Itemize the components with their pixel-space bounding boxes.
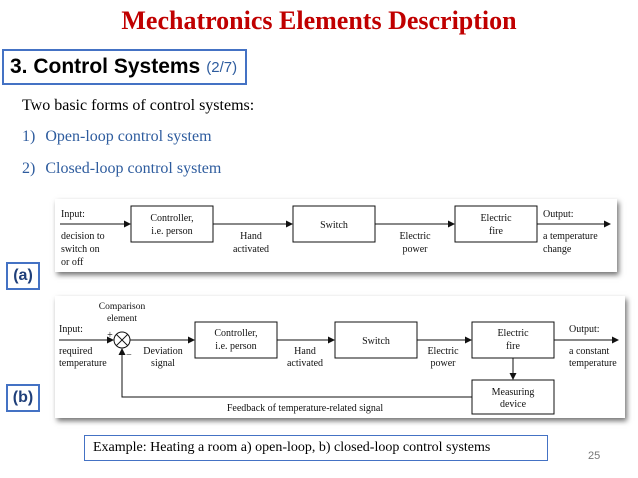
electric-fire-block	[471, 321, 555, 359]
section-heading-page: (2/7)	[206, 58, 238, 76]
input-desc-line: or off	[61, 257, 84, 268]
input-desc-line: required	[59, 346, 92, 357]
list-item: 1) Open-loop control system	[22, 128, 212, 146]
list-item-text: Open-loop control system	[45, 128, 212, 145]
electric-fire-label: fire	[506, 341, 520, 352]
comparison-cross	[115, 333, 129, 347]
output-label: Output:	[569, 324, 600, 335]
output-desc-line: a constant	[569, 346, 609, 357]
deviation-label: Deviation	[143, 346, 182, 357]
section-heading-main: 3. Control Systems	[10, 55, 201, 78]
list-item-number: 2)	[22, 160, 36, 177]
output-desc-line: change	[543, 244, 572, 255]
feedback-label: Feedback of temperature-related signal	[227, 403, 384, 414]
open-loop-diagram: Input: decision to switch on or off Cont…	[55, 199, 617, 272]
output-desc-line: a temperature	[543, 231, 598, 242]
feedback-path	[118, 348, 472, 398]
measuring-device-label: device	[500, 399, 527, 410]
electric-fire-label: Electric	[480, 213, 512, 224]
diagram-a-tag: (a)	[6, 262, 40, 290]
measuring-device-block	[471, 379, 555, 415]
example-caption: Example: Heating a room a) open-loop, b)…	[84, 435, 548, 461]
electric-power-label: power	[403, 244, 429, 255]
input-desc-line: decision to	[61, 231, 105, 242]
controller-block	[194, 321, 278, 359]
page-number: 25	[588, 450, 601, 462]
controller-block	[130, 205, 214, 243]
input-desc-line: temperature	[59, 358, 107, 369]
switch-block	[334, 321, 418, 359]
input-desc-line: switch on	[61, 244, 100, 255]
open-loop-diagram-svg: Input: decision to switch on or off Cont…	[60, 205, 611, 268]
electric-fire-label: Electric	[497, 328, 529, 339]
measuring-device-label: Measuring	[492, 387, 535, 398]
controller-label: i.e. person	[151, 226, 192, 237]
switch-label: Switch	[362, 336, 390, 347]
switch-label: Switch	[320, 220, 348, 231]
slide-title: Mechatronics Elements Description	[121, 6, 517, 35]
electric-power-label: Electric	[399, 231, 431, 242]
comparison-label: element	[107, 314, 137, 324]
output-desc-line: temperature	[569, 358, 617, 369]
electric-power-label: Electric	[427, 346, 459, 357]
hand-label: Hand	[294, 346, 316, 357]
electric-fire-label: fire	[489, 226, 503, 237]
input-label: Input:	[61, 209, 85, 220]
electric-fire-block	[454, 205, 538, 243]
diagram-b-tag: (b)	[6, 384, 40, 412]
hand-label: activated	[233, 244, 269, 255]
hand-label: Hand	[240, 231, 262, 242]
output-label: Output:	[543, 209, 574, 220]
comparison-label: Comparison	[99, 302, 146, 312]
hand-label: activated	[287, 358, 323, 369]
section-heading: 3. Control Systems (2/7)	[2, 49, 248, 85]
closed-loop-diagram-svg: + − Comparison element Input: required t…	[59, 302, 619, 415]
controller-label: i.e. person	[215, 341, 256, 352]
list-item: 2) Closed-loop control system	[22, 160, 221, 178]
input-label: Input:	[59, 324, 83, 335]
minus-sign: −	[126, 350, 132, 361]
list-item-text: Closed-loop control system	[45, 160, 222, 177]
intro-text: Two basic forms of control systems:	[22, 97, 255, 114]
deviation-label: signal	[151, 358, 175, 369]
electric-power-label: power	[431, 358, 457, 369]
controller-label: Controller,	[150, 213, 193, 224]
closed-loop-diagram: + − Comparison element Input: required t…	[55, 296, 625, 418]
switch-block	[292, 205, 376, 243]
plus-sign: +	[107, 330, 113, 341]
list-item-number: 1)	[22, 128, 36, 145]
controller-label: Controller,	[214, 328, 257, 339]
